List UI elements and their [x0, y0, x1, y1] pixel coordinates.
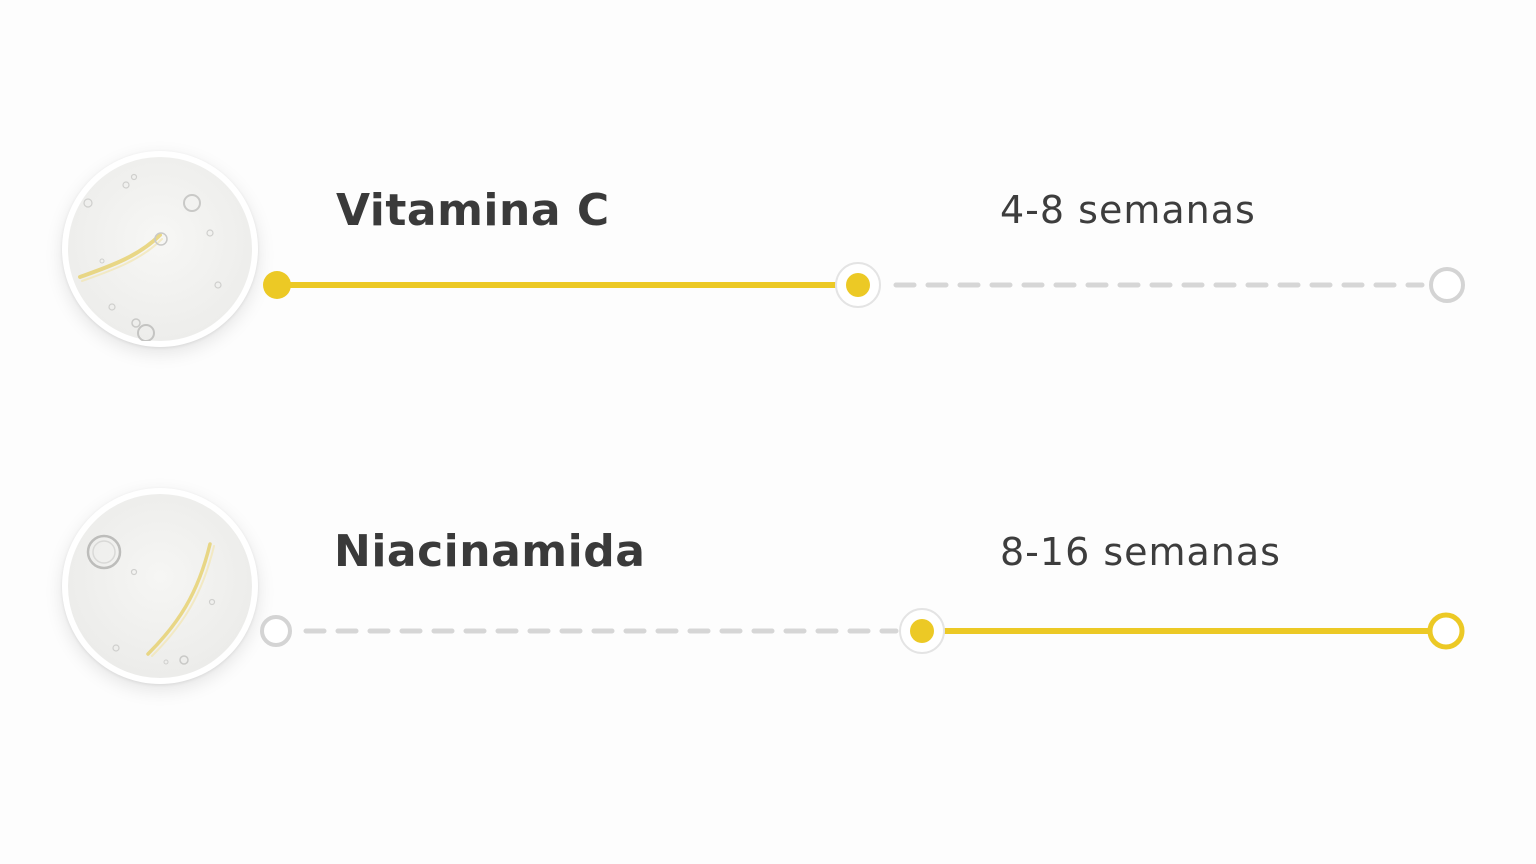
niacinamide-milestone-marker	[899, 608, 945, 654]
niacinamide-texture-swatch	[62, 488, 258, 684]
vitamin-c-texture-image	[68, 157, 252, 341]
niacinamide-start-marker	[260, 615, 292, 647]
niacinamide-end-marker	[1427, 612, 1465, 650]
vitamin-c-start-marker	[263, 271, 291, 299]
treatment-duration: 4-8 semanas	[1000, 188, 1256, 232]
ingredient-name: Niacinamida	[334, 526, 646, 577]
niacinamide-texture-image	[68, 494, 252, 678]
treatment-duration: 8-16 semanas	[1000, 530, 1281, 574]
vitamin-c-texture-swatch	[62, 151, 258, 347]
vitamin-c-milestone-marker	[835, 262, 881, 308]
ingredient-name: Vitamina C	[336, 185, 610, 236]
vitamin-c-end-marker	[1429, 267, 1465, 303]
